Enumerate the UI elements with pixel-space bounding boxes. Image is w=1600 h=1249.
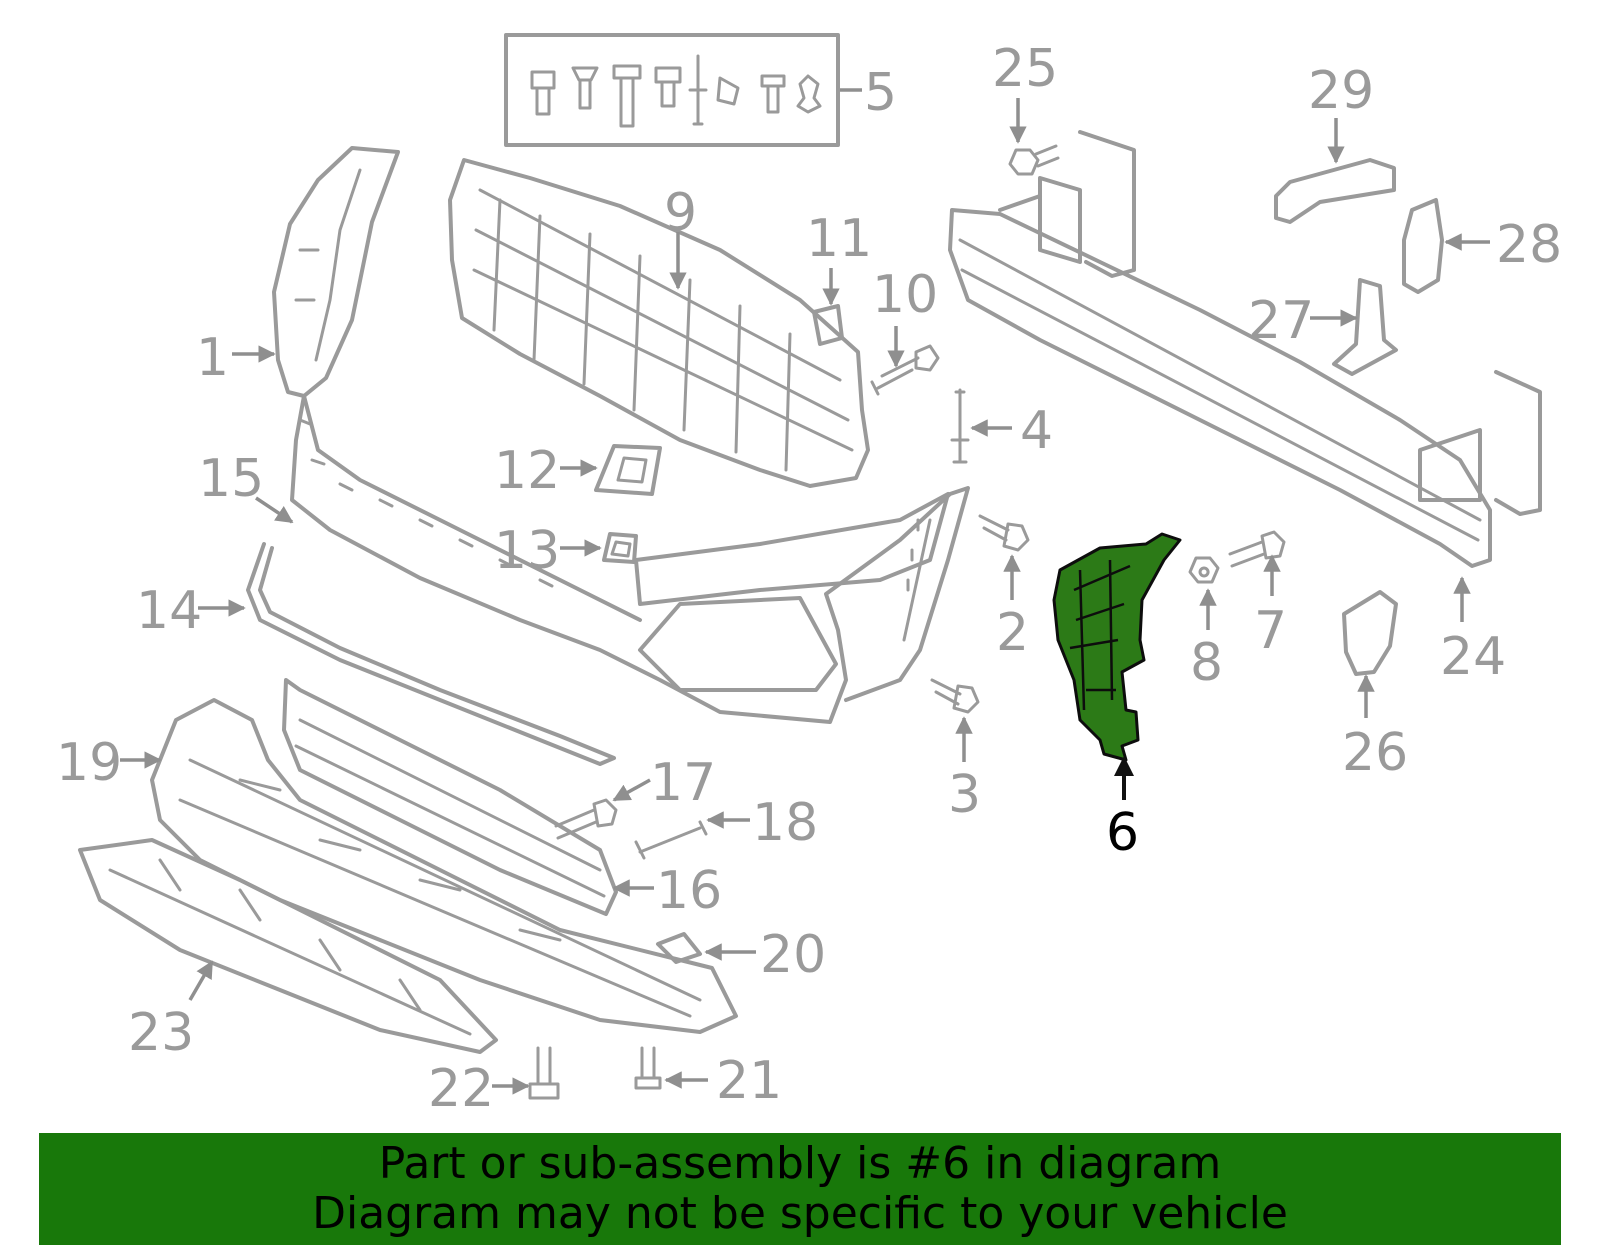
part-21-bolt bbox=[634, 1046, 708, 1090]
part-4-push-pin bbox=[950, 388, 1012, 464]
callout-18: 18 bbox=[752, 793, 818, 853]
callout-17: 17 bbox=[650, 753, 716, 813]
callout-20: 20 bbox=[760, 925, 826, 985]
part-26-bracket bbox=[1342, 590, 1398, 718]
part-8-nut bbox=[1188, 556, 1220, 630]
part-22-bolt bbox=[492, 1046, 560, 1100]
callout-labels: 1 2 3 4 5 6 7 8 9 10 11 12 13 14 15 16 1… bbox=[56, 39, 1562, 1119]
part-3-bolt bbox=[930, 678, 980, 762]
callout-14: 14 bbox=[136, 581, 202, 641]
part-7-bolt bbox=[1228, 530, 1286, 596]
part-6-highlighted-bracket bbox=[1052, 532, 1182, 800]
banner-line-2: Diagram may not be specific to your vehi… bbox=[312, 1188, 1288, 1239]
part-1-left-bracket bbox=[232, 146, 400, 398]
callout-26: 26 bbox=[1342, 723, 1408, 783]
part-11-clip bbox=[812, 268, 844, 346]
callout-1: 1 bbox=[196, 328, 229, 388]
part-25-bolt bbox=[1008, 98, 1060, 176]
callout-27: 27 bbox=[1248, 291, 1314, 351]
part-17-bolt bbox=[554, 778, 651, 840]
callout-13: 13 bbox=[494, 521, 560, 581]
callout-8: 8 bbox=[1190, 633, 1223, 693]
callout-22: 22 bbox=[428, 1059, 494, 1119]
part-12-bracket bbox=[560, 444, 662, 496]
callout-28: 28 bbox=[1496, 215, 1562, 275]
callout-23: 23 bbox=[128, 1003, 194, 1063]
part-2-bolt bbox=[978, 514, 1030, 600]
callout-6: 6 bbox=[1106, 803, 1139, 863]
callout-25: 25 bbox=[992, 39, 1058, 99]
part-13-bracket bbox=[560, 532, 638, 564]
part-headlight-opening bbox=[634, 492, 950, 692]
callout-29: 29 bbox=[1308, 61, 1374, 121]
part-16-lower-grille bbox=[282, 678, 654, 916]
part-18-pin bbox=[634, 811, 750, 860]
part-10-bolt bbox=[870, 326, 940, 396]
part-5-fastener-kit bbox=[504, 33, 862, 147]
part-15-bumper-cover bbox=[255, 394, 970, 724]
part-27-bracket bbox=[1310, 278, 1398, 376]
banner-line-1: Part or sub-assembly is #6 in diagram bbox=[378, 1138, 1222, 1189]
callout-15: 15 bbox=[198, 449, 264, 509]
part-29-bracket bbox=[1274, 118, 1396, 224]
callout-19: 19 bbox=[56, 733, 122, 793]
callout-4: 4 bbox=[1020, 401, 1053, 461]
part-24-impact-bar bbox=[948, 130, 1542, 622]
part-28-bracket bbox=[1402, 198, 1490, 294]
part-23-skid-plate bbox=[78, 838, 498, 1054]
callout-2: 2 bbox=[996, 603, 1029, 663]
part-20-clip bbox=[656, 932, 756, 964]
callout-11: 11 bbox=[806, 209, 872, 269]
callout-21: 21 bbox=[716, 1051, 782, 1111]
callout-3: 3 bbox=[948, 765, 981, 825]
callout-9: 9 bbox=[664, 183, 697, 243]
callout-24: 24 bbox=[1440, 627, 1506, 687]
callout-10: 10 bbox=[872, 265, 938, 325]
callout-7: 7 bbox=[1254, 601, 1287, 661]
callout-12: 12 bbox=[494, 441, 560, 501]
callout-5: 5 bbox=[864, 63, 897, 123]
info-banner: Part or sub-assembly is #6 in diagram Di… bbox=[39, 1133, 1561, 1245]
part-9-grille-carrier bbox=[448, 158, 870, 488]
part-14-trim-strip bbox=[198, 542, 616, 766]
callout-16: 16 bbox=[656, 861, 722, 921]
